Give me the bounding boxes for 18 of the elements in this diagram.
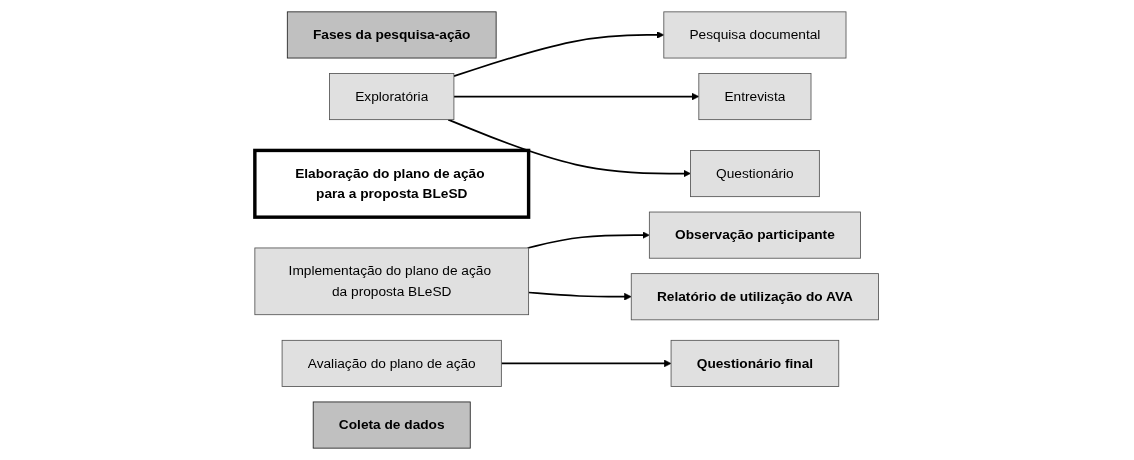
node-box: Coleta de dados [313,401,471,449]
node-box: Questionário [690,150,821,198]
arrow [453,92,700,101]
node-box: Elaboração do plano de ação para a proposta BLeSD [253,148,531,219]
node-box: Entrevista [698,73,812,121]
node-box: Exploratória [329,73,455,121]
arrow [453,31,665,78]
node-box: Questionário final [670,339,840,387]
node-box: Fases da pesquisa-ação [287,11,497,59]
node-box: Pesquisa documental [663,11,847,59]
node-box: Implementação do plano de ação da proposta BLeSD [254,247,530,316]
arrow [527,231,650,249]
arrow [528,291,632,301]
node-box: Relatório de utilização do AVA [631,273,880,321]
node-box: Avaliação do plano de ação [281,339,503,387]
node-box: Observação participante [649,211,862,259]
arrow [447,118,692,178]
arrow [500,359,672,368]
